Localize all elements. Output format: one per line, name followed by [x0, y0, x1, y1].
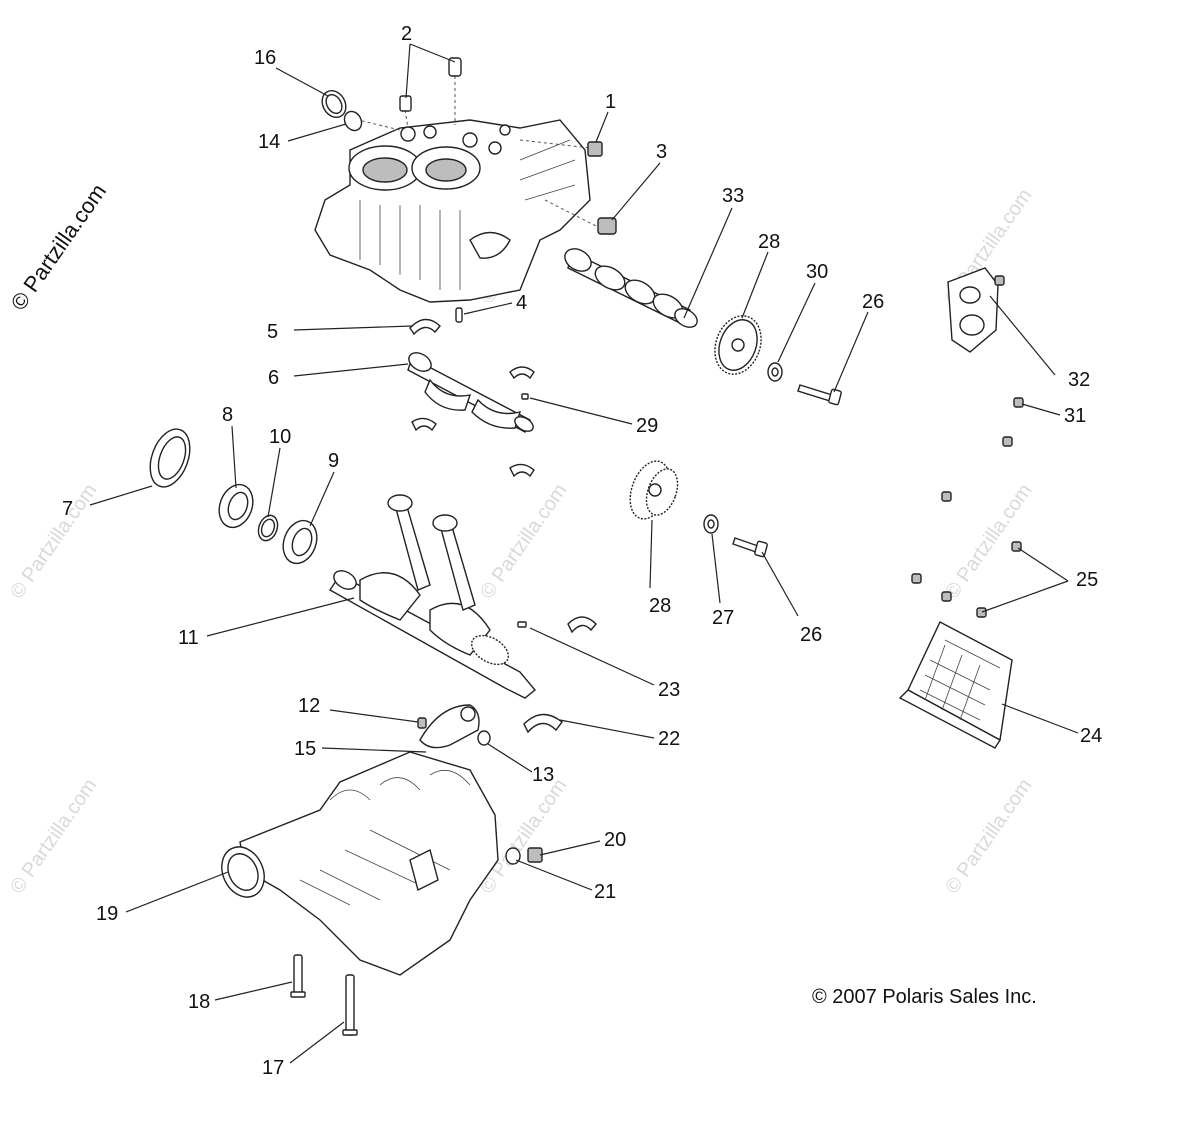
copyright-notice: © 2007 Polaris Sales Inc.: [812, 986, 1037, 1008]
bolt-lower: [732, 537, 768, 558]
upper-crankcase: [314, 76, 601, 303]
lower-crankcase: [221, 751, 499, 976]
callout-label: 8: [222, 404, 233, 426]
bearing-shell: [409, 318, 441, 336]
callouts: 1 2 3 4 5 6 7 8 9 10 11 12 13 14 15 16 1…: [62, 23, 1102, 1079]
idler-gear-lower: [629, 460, 679, 520]
key-pin: [517, 621, 527, 628]
callout-label: 16: [254, 47, 276, 69]
callout-label: 7: [62, 498, 73, 520]
bearing-shell-mid: [567, 616, 597, 634]
callout-label: 10: [269, 426, 291, 448]
watermark-main: © Partzilla.com: [6, 179, 112, 315]
crankshaft: [328, 494, 536, 699]
callout-label: 30: [806, 261, 828, 283]
callout-label: 28: [758, 231, 780, 253]
callout-label: 1: [605, 91, 616, 113]
callout-label: 12: [298, 695, 320, 717]
bushing: [597, 217, 617, 235]
callout-label: 31: [1064, 405, 1086, 427]
leader-lines: [89, 43, 1079, 1064]
dowel-pins: [399, 57, 462, 112]
pin: [455, 307, 463, 323]
callout-label: 6: [268, 367, 279, 389]
callout-label: 29: [636, 415, 658, 437]
oil-pickup: [417, 704, 491, 749]
bearing-shells-small: [411, 366, 535, 478]
callout-label: 13: [532, 764, 554, 786]
screws: [911, 275, 1024, 618]
bearing-right: [282, 519, 318, 565]
washer-lower: [703, 514, 719, 534]
bolts-bottom: [290, 954, 358, 1036]
callout-label: 26: [862, 291, 884, 313]
watermark: © Partzilla.com: [941, 775, 1036, 898]
callout-label: 33: [722, 185, 744, 207]
callout-label: 32: [1068, 369, 1090, 391]
snap-ring: [257, 514, 279, 542]
watermark: © Partzilla.com: [941, 480, 1036, 603]
cover-plate: [947, 267, 999, 353]
callout-label: 23: [658, 679, 680, 701]
bolt-upper: [797, 384, 842, 406]
callout-label: 5: [267, 321, 278, 343]
callout-label: 14: [258, 131, 280, 153]
bearing-shell-lower: [523, 713, 563, 734]
callout-label: 17: [262, 1057, 284, 1079]
callout-label: 26: [800, 624, 822, 646]
callout-label: 3: [656, 141, 667, 163]
callout-label: 18: [188, 991, 210, 1013]
callout-label: 4: [516, 292, 527, 314]
plug: [587, 141, 603, 157]
callout-label: 2: [401, 23, 412, 45]
callout-label: 11: [178, 627, 199, 649]
camshaft: [564, 248, 698, 328]
callout-label: 24: [1080, 725, 1102, 747]
callout-label: 19: [96, 903, 118, 925]
bearing-left: [218, 483, 254, 529]
balance-shaft: [407, 352, 534, 433]
cam-gear-upper: [714, 315, 762, 375]
seal-rings: [321, 89, 363, 132]
callout-label: 21: [594, 881, 616, 903]
callout-label: 20: [604, 829, 626, 851]
callout-label: 9: [328, 450, 339, 472]
skid-plate: [898, 621, 1013, 749]
callout-label: 15: [294, 738, 316, 760]
callout-label: 25: [1076, 569, 1098, 591]
oil-seal: [149, 428, 191, 488]
callout-label: 28: [649, 595, 671, 617]
watermark: © Partzilla.com: [6, 480, 101, 603]
watermark: © Partzilla.com: [476, 480, 571, 603]
washer-upper: [767, 362, 783, 382]
watermark: © Partzilla.com: [6, 775, 101, 898]
callout-label: 22: [658, 728, 680, 750]
callout-label: 27: [712, 607, 734, 629]
